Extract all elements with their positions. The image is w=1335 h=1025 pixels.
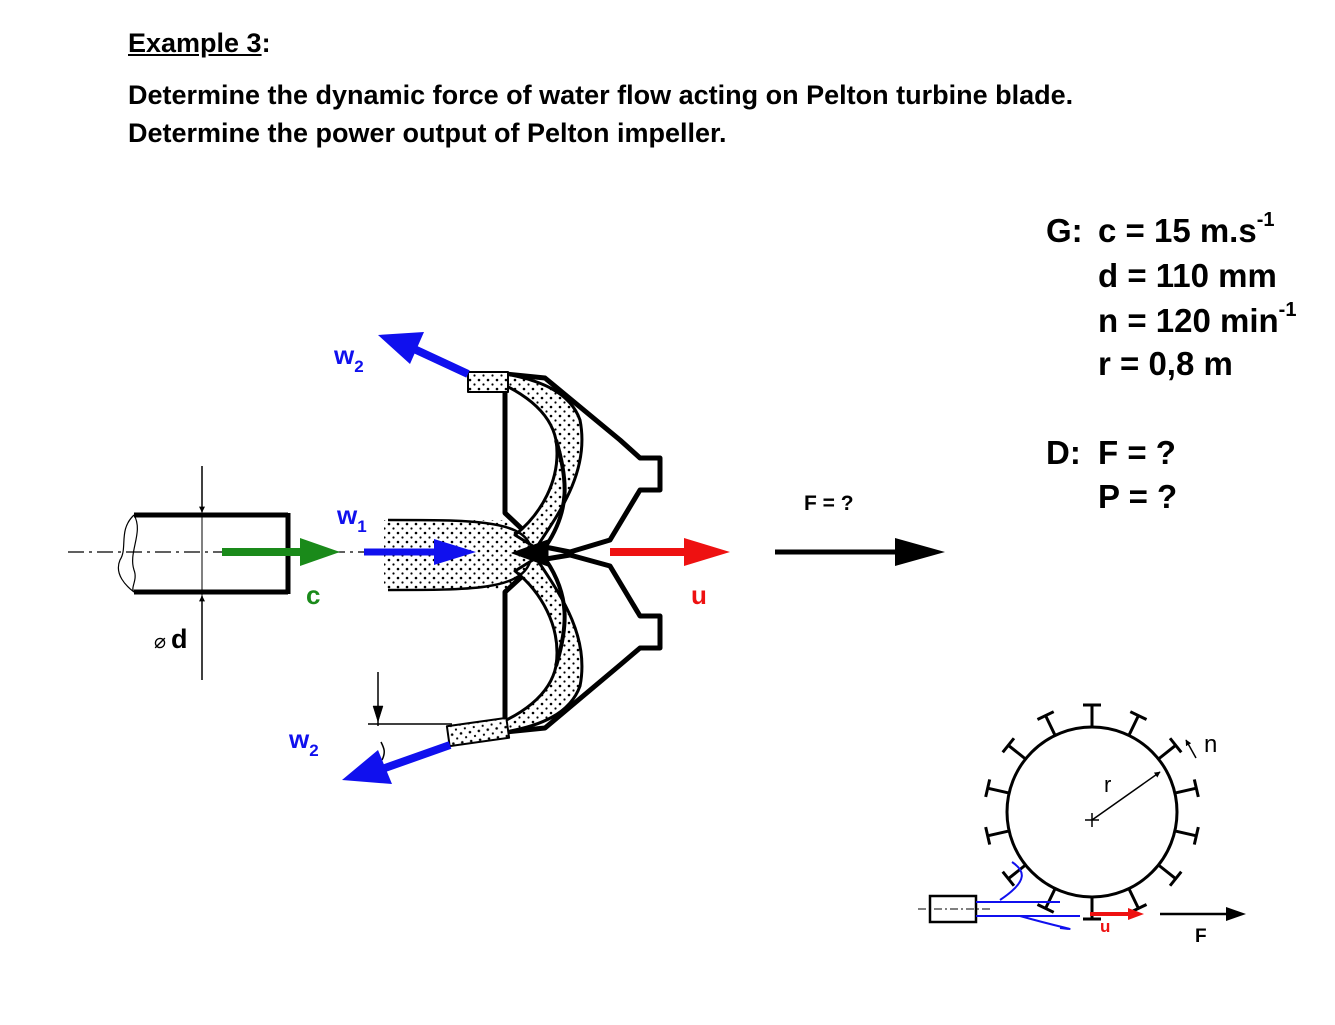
- velocity-arrow-c: [222, 538, 340, 566]
- given-c-text: c = 15 m.s: [1098, 212, 1257, 249]
- task-line-2: Determine the power output of Pelton imp…: [128, 118, 727, 148]
- pelton-bucket: [368, 371, 663, 761]
- rotation-arrow: [1185, 739, 1197, 759]
- wheel-blade: [1007, 744, 1027, 761]
- wheel-blade: [987, 829, 1010, 838]
- wheel-blade-cap: [1001, 870, 1016, 887]
- wheel-blades: [984, 703, 1200, 921]
- wheel-jet-down: [1019, 915, 1071, 930]
- example-colon: :: [261, 28, 271, 58]
- wheel-jet-up: [999, 861, 1023, 901]
- wheel-F-label: F: [1195, 926, 1207, 947]
- velocity-arrow-u: [610, 538, 730, 566]
- example-heading: Example 3:: [128, 28, 271, 59]
- label-w2-top: w2: [333, 340, 364, 376]
- wheel-blade-cap: [1168, 737, 1183, 754]
- velocity-arrow-w2-bottom: [342, 741, 452, 784]
- given-n-text: n = 120 min: [1098, 302, 1279, 339]
- wheel-blade: [1127, 714, 1140, 737]
- find-label: D:: [1046, 434, 1081, 471]
- radius-line: [1091, 771, 1161, 821]
- wheel-blade: [1174, 829, 1197, 838]
- label-w1-main: w: [336, 500, 358, 530]
- label-w2-bottom-main: w: [288, 724, 310, 754]
- wheel-u-label: u: [1100, 917, 1110, 936]
- wheel-blade: [987, 786, 1010, 795]
- given-n-exp: -1: [1278, 299, 1297, 321]
- label-force: F = ?: [804, 492, 854, 515]
- wheel-blade: [1044, 714, 1057, 737]
- force-arrow: [775, 538, 945, 566]
- label-w2-top-sub: 2: [354, 357, 363, 376]
- label-w1: w1: [336, 500, 367, 536]
- wheel-blade-cap: [1192, 826, 1200, 845]
- task-line-1: Determine the dynamic force of water flo…: [128, 80, 1074, 110]
- velocity-arrow-w1: [364, 539, 476, 565]
- label-u: u: [691, 580, 707, 610]
- diameter-label: d: [171, 624, 188, 654]
- wheel-r-label: r: [1104, 772, 1111, 797]
- label-w2-bottom-sub: 2: [309, 741, 318, 760]
- given-d: d = 110 mm: [1098, 257, 1277, 294]
- diameter-symbol: ⌀: [154, 631, 166, 653]
- wheel-blade-cap: [1192, 779, 1200, 798]
- label-w1-sub: 1: [357, 517, 366, 536]
- wheel-blade: [1127, 887, 1140, 910]
- wheel-blade: [1174, 786, 1197, 795]
- example-title: Example 3: [128, 28, 262, 58]
- wheel-blade-cap: [1168, 870, 1183, 887]
- velocity-arrow-w2-top: [378, 332, 470, 378]
- find-P: P = ?: [1098, 478, 1178, 515]
- wheel-blade-cap: [1129, 710, 1148, 721]
- wheel-blade: [1157, 863, 1177, 880]
- wheel-blade: [1044, 887, 1057, 910]
- given-label: G:: [1046, 212, 1083, 249]
- label-w2-bottom: w2: [288, 724, 319, 760]
- given-r: r = 0,8 m: [1098, 345, 1233, 382]
- given-n: n = 120 min-1: [1098, 299, 1297, 340]
- wheel-blade-cap: [984, 826, 992, 845]
- wheel-blade-cap: [1036, 903, 1055, 914]
- wheel-n-label: n: [1204, 731, 1217, 758]
- given-c-exp: -1: [1256, 209, 1275, 231]
- wheel-blade: [1157, 744, 1177, 761]
- wheel-circle: [1005, 725, 1179, 899]
- label-w2-top-main: w: [333, 340, 355, 370]
- wheel-blade-cap: [1036, 710, 1055, 721]
- wheel-blade-cap: [1001, 737, 1016, 754]
- find-F: F = ?: [1098, 434, 1176, 471]
- wheel-blade: [1007, 863, 1027, 880]
- wheel-schematic: r n u F: [918, 703, 1246, 947]
- wheel-blade-cap: [984, 779, 992, 798]
- given-c: c = 15 m.s-1: [1098, 209, 1275, 250]
- label-c: c: [306, 580, 320, 610]
